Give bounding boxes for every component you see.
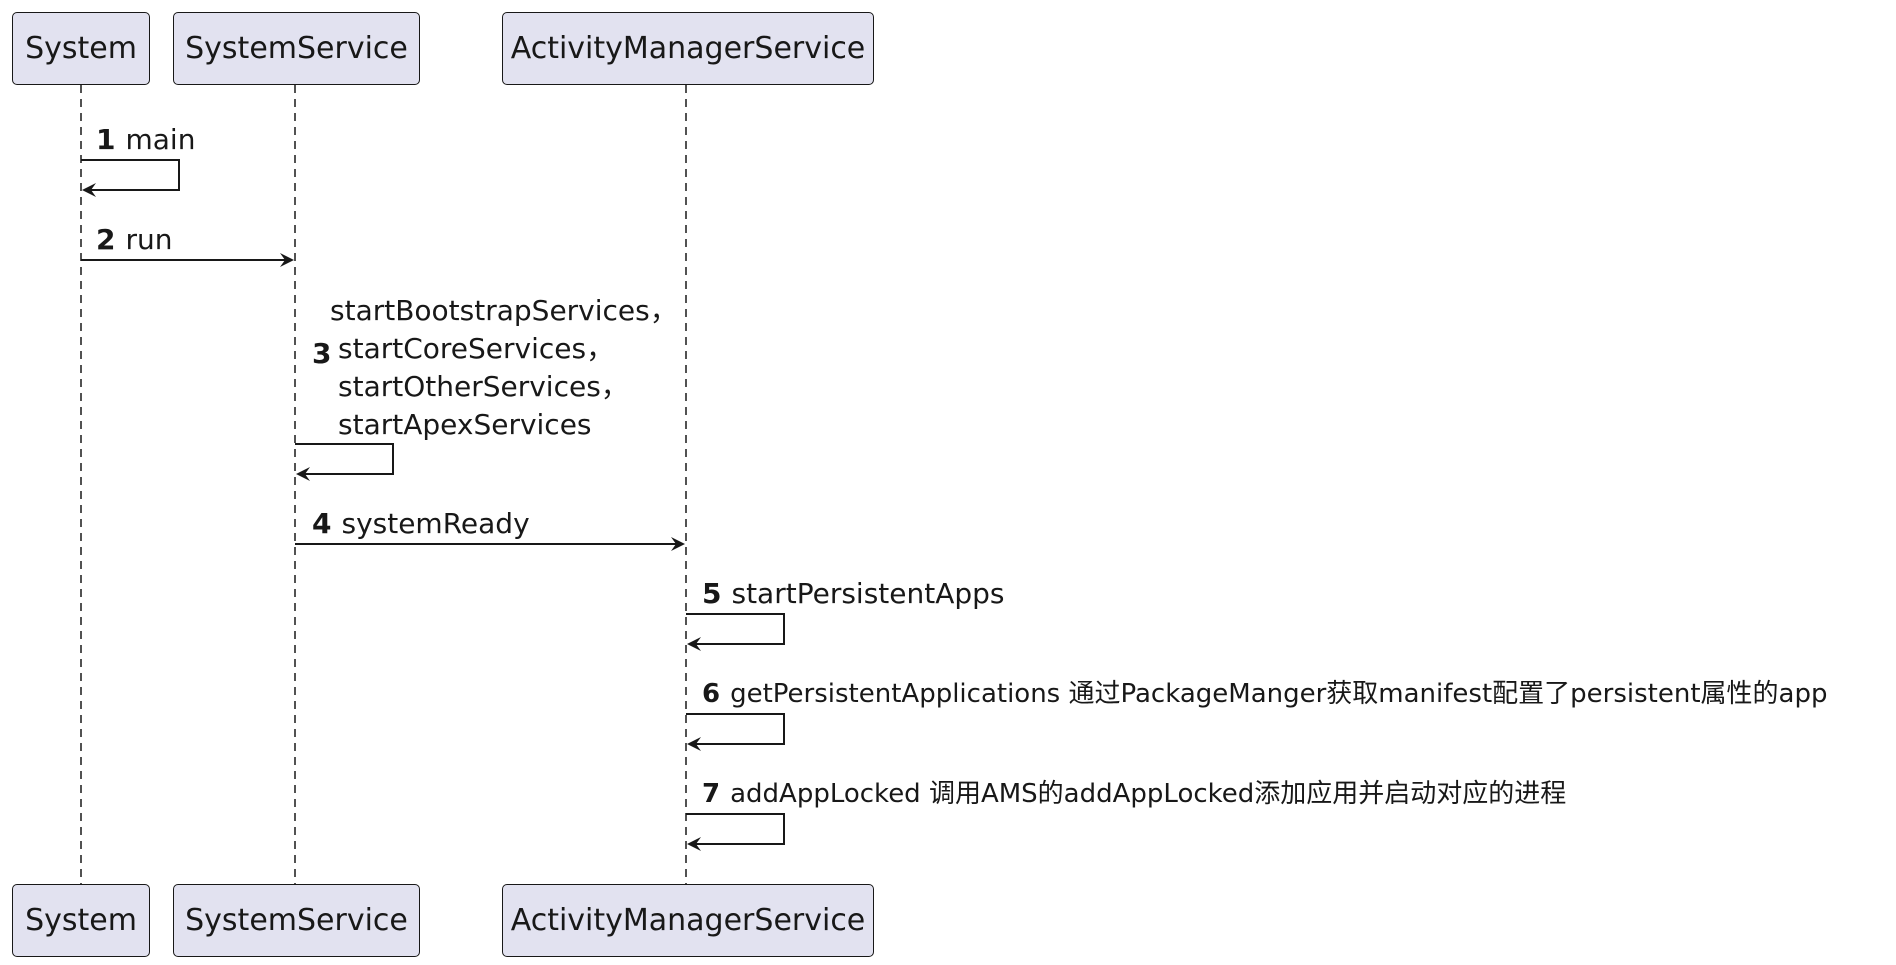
participant-systemservice-bottom: SystemService — [173, 884, 420, 957]
message-number: 4 — [312, 507, 332, 540]
message-label-2: 2 run — [96, 221, 173, 259]
participant-system-bottom: System — [12, 884, 150, 957]
message-text-line: startBootstrapServices， — [330, 294, 678, 327]
message-label-1: 1 main — [96, 121, 195, 159]
message-text-line: startApexServices — [338, 408, 592, 441]
message-text-lines: startBootstrapServices， startCoreService… — [330, 292, 678, 444]
message-text: main — [125, 123, 196, 156]
message-text: addAppLocked 调用AMS的addAppLocked添加应用并启动对应… — [730, 779, 1567, 809]
message-text: startPersistentApps — [731, 577, 1005, 610]
message-arrow-1 — [81, 159, 180, 197]
message-number: 5 — [702, 577, 722, 610]
message-arrow-3 — [295, 443, 394, 481]
message-text: run — [125, 223, 173, 256]
message-label-5: 5 startPersistentApps — [702, 575, 1005, 613]
message-text: getPersistentApplications 通过PackageMange… — [730, 679, 1828, 709]
message-label-7: 7 addAppLocked 调用AMS的addAppLocked添加应用并启动对… — [702, 775, 1566, 813]
message-number: 3 — [312, 337, 332, 370]
message-text-line: startCoreServices， — [338, 332, 615, 365]
message-number: 6 — [702, 679, 721, 709]
message-number: 2 — [96, 223, 116, 256]
message-arrow-6 — [686, 713, 785, 751]
message-arrow-7 — [686, 813, 785, 851]
participant-ams-bottom: ActivityManagerService — [502, 884, 874, 957]
message-label-4: 4 systemReady — [312, 505, 530, 543]
message-label-3: 3 startBootstrapServices， startCoreServi… — [312, 292, 692, 444]
participant-systemservice-top: SystemService — [173, 12, 420, 85]
message-label-6: 6 getPersistentApplications 通过PackageMang… — [702, 675, 1827, 713]
participant-ams-top: ActivityManagerService — [502, 12, 874, 85]
message-text: systemReady — [341, 507, 530, 540]
message-number: 7 — [702, 779, 721, 809]
message-arrow-5 — [686, 613, 785, 651]
message-number: 1 — [96, 123, 116, 156]
participant-system-top: System — [12, 12, 150, 85]
message-text-line: startOtherServices， — [338, 370, 629, 403]
